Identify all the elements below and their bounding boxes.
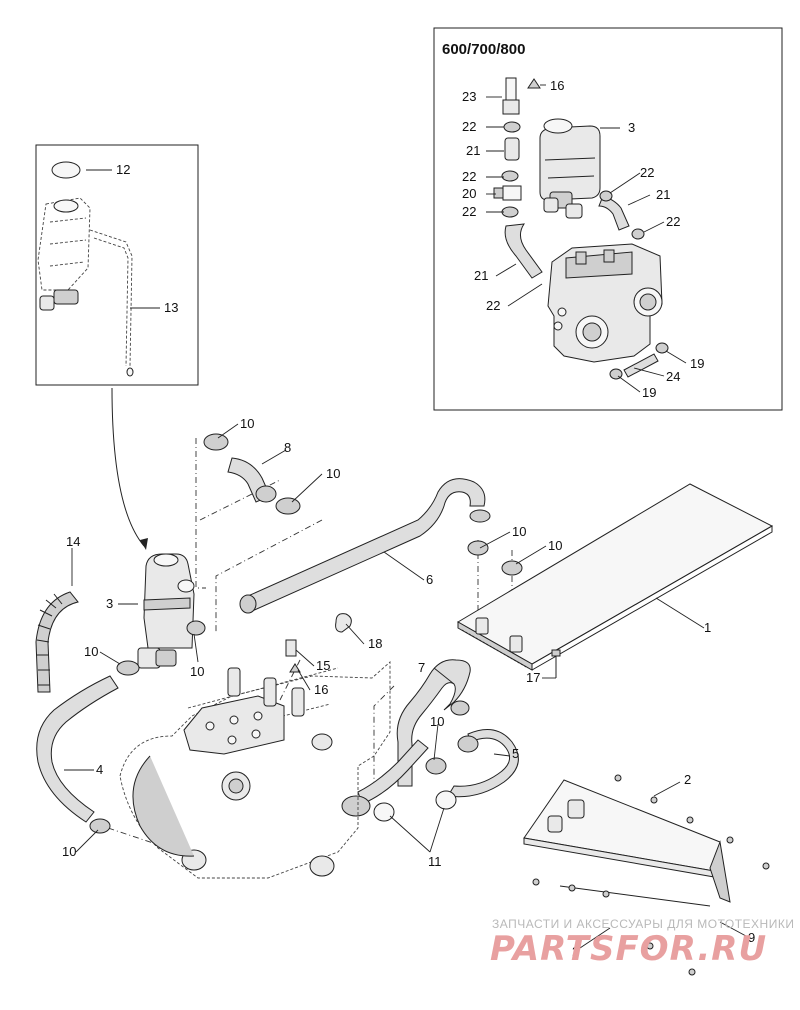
inset-600-700-800: 600/700/800	[433, 27, 783, 411]
callout-22: 22	[462, 204, 476, 219]
inset-left-tank	[35, 144, 199, 386]
callout-12: 12	[116, 162, 130, 177]
callout-3: 3	[106, 596, 113, 611]
temp-sensor	[285, 639, 301, 673]
callout-19: 19	[690, 356, 704, 371]
watermark: ЗАПЧАСТИ И АКСЕССУАРЫ ДЛЯ МОТОТЕХНИКИ PA…	[490, 917, 794, 969]
callout-10: 10	[190, 664, 204, 679]
callout-23: 23	[462, 89, 476, 104]
hose-6	[247, 478, 486, 613]
callout-21: 21	[474, 268, 488, 283]
inset-engine	[547, 243, 663, 363]
callout-22: 22	[462, 169, 476, 184]
callout-7: 7	[418, 660, 425, 675]
callout-22: 22	[666, 214, 680, 229]
lower-heat-exchanger	[523, 779, 731, 907]
clamp-11-a	[373, 802, 395, 822]
heat-exchanger-panel	[457, 483, 774, 671]
callout-21: 21	[466, 143, 480, 158]
watermark-tagline: ЗАПЧАСТИ И АКСЕССУАРЫ ДЛЯ МОТОТЕХНИКИ	[492, 917, 794, 931]
lower-hose	[357, 739, 429, 805]
hose-14	[35, 591, 79, 693]
callout-19: 19	[642, 385, 656, 400]
callout-9: 9	[748, 930, 755, 945]
hose-5	[447, 729, 519, 798]
clamp-10-a	[467, 540, 489, 556]
callout-10: 10	[84, 644, 98, 659]
engine	[119, 660, 391, 879]
callout-18: 18	[368, 636, 382, 651]
callout-10: 10	[62, 844, 76, 859]
callout-1: 1	[704, 620, 711, 635]
inset-hose-right	[598, 195, 630, 231]
inset-hose-stack	[493, 121, 543, 279]
leader-lines	[64, 84, 747, 949]
hose-8	[203, 433, 301, 515]
callout-22: 22	[486, 298, 500, 313]
callout-16: 16	[550, 78, 564, 93]
hose-4	[36, 675, 119, 823]
callout-2: 2	[572, 944, 579, 959]
inset-hose-24	[609, 342, 669, 380]
callout-5: 5	[512, 746, 519, 761]
callout-21: 21	[656, 187, 670, 202]
callout-22: 22	[640, 165, 654, 180]
callout-14: 14	[66, 534, 80, 549]
callout-10: 10	[326, 466, 340, 481]
fitting-18	[335, 613, 352, 633]
callout-17: 17	[526, 670, 540, 685]
callout-labels: 16 23 22 3 21 22 20 22 22 21 22 21 22 19…	[62, 78, 755, 959]
callout-10: 10	[430, 714, 444, 729]
clamp-10-tank	[116, 660, 140, 676]
callout-10: 10	[240, 416, 254, 431]
callout-2: 2	[684, 772, 691, 787]
inset-pointer-arrow	[111, 387, 145, 547]
callout-24: 24	[666, 369, 680, 384]
inset-reservoir-tank	[539, 118, 601, 219]
callout-15: 15	[316, 658, 330, 673]
reservoir-tank	[137, 553, 206, 669]
inset-title: 600/700/800	[442, 41, 525, 58]
callout-6: 6	[426, 572, 433, 587]
callout-10: 10	[512, 524, 526, 539]
clamp-10-b	[501, 560, 523, 576]
clamp-11-b	[435, 790, 457, 810]
clamp-10-hose4	[89, 818, 111, 834]
callout-10: 10	[548, 538, 562, 553]
callout-8: 8	[284, 440, 291, 455]
callout-20: 20	[462, 186, 476, 201]
callout-16: 16	[314, 682, 328, 697]
callout-22: 22	[462, 119, 476, 134]
callout-3: 3	[628, 120, 635, 135]
callout-13: 13	[164, 300, 178, 315]
screws-2	[532, 774, 770, 976]
watermark-logo: PARTSFOR.RU	[490, 929, 767, 969]
clamp-10-hose5	[425, 757, 447, 775]
callout-4: 4	[96, 762, 103, 777]
callout-11: 11	[428, 854, 442, 869]
bleeder-fitting	[502, 77, 541, 115]
